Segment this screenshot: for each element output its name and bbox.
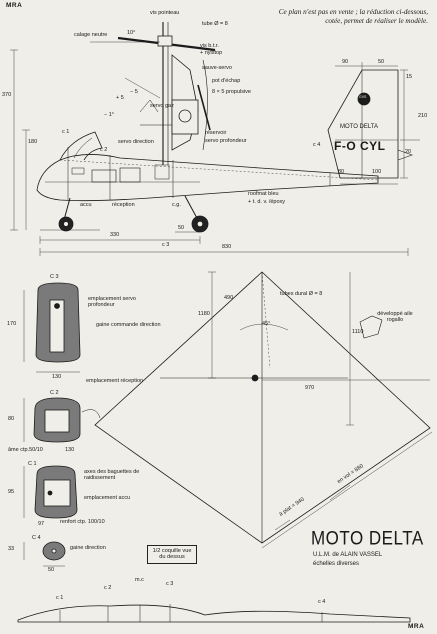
drawing-scales: échelles diverses [313, 561, 360, 567]
section-c4 [23, 541, 66, 567]
c1-lbl3: renfort ctp. 100/10 [60, 519, 105, 525]
dim-330: 330 [110, 232, 120, 238]
label-sauve-servo: sauve-servo [202, 65, 232, 71]
label-vis-btr: vis b.t.r. [200, 43, 219, 49]
label-minus5: − 5 [130, 89, 138, 95]
side-dimensions [10, 41, 420, 256]
c4-dim-h: 33 [8, 546, 15, 552]
wing-dim-970: 970 [305, 385, 315, 391]
header-mra-bottom: MRA [408, 623, 425, 630]
dim-100: 100 [372, 169, 382, 175]
wing-tubes: tubes dural Ø = 8 [280, 291, 323, 297]
c3-lbl2: gaine commande direction [96, 322, 161, 328]
dim-180: 180 [28, 139, 38, 145]
dim-90: 90 [342, 59, 349, 65]
label-c2: c 2 [100, 147, 108, 153]
label-plus5: + 5 [116, 95, 124, 101]
wing-dim-1180: 1180 [198, 311, 210, 317]
c3-lbl3: emplacement réception [86, 378, 144, 384]
wing-dim-490: 490 [224, 295, 234, 301]
label-tdv: + t. d. v. /époxy [248, 199, 286, 205]
label-c1: c 1 [62, 129, 70, 135]
label-roofmat: roofmat bleu [248, 191, 279, 197]
c3-name: C 3 [50, 274, 59, 280]
dim-50b: 50 [378, 59, 385, 65]
label-c3: c 3 [162, 242, 170, 248]
half-shell-box: 1/2 coquille vue du dessus [147, 545, 197, 564]
label-accu: accu [80, 202, 92, 208]
header-mra-top: MRA [6, 2, 23, 9]
label-propulsive: 8 × 5 propulsive [212, 89, 251, 95]
c4-lbl1: gaine direction [70, 545, 106, 551]
label-servo-direction: servo direction [118, 139, 154, 145]
label-c4: c 4 [313, 142, 321, 148]
label-nylstop: + nylstop [200, 50, 223, 56]
hs-mc: m.c [135, 577, 144, 583]
hs-c3: c 3 [166, 581, 174, 587]
c1-dim-h: 95 [8, 489, 15, 495]
rogallo-wing [94, 271, 433, 549]
label-calage-neutre: calage neutre [74, 32, 108, 38]
c2-lbl1: âme ctp.50/10 [8, 447, 43, 453]
label-servo-gaz: servo gaz [150, 103, 174, 109]
wing-angle-45: 45° [262, 321, 271, 327]
c3-dim-h: 170 [7, 321, 17, 327]
drawing-subtitle: U.L.M. de ALAIN VASSEL [313, 552, 383, 558]
c1-name: C 1 [28, 461, 37, 467]
hs-c2: c 2 [104, 585, 112, 591]
label-angle-10: 10° [127, 30, 136, 36]
label-minus1: − 1° [104, 112, 114, 118]
label-tube: tube Ø = 8 [202, 21, 228, 27]
wing-dev-note: développé aile rogallo [377, 311, 413, 323]
wing-dim-1110: 1110 [352, 329, 364, 335]
dim-370: 370 [2, 92, 12, 98]
dim-50: 50 [178, 225, 185, 231]
c2-dim-w: 130 [65, 447, 75, 453]
fin-label: MOTO DELTA [340, 124, 379, 130]
drawing-title: MOTO DELTA [311, 527, 424, 549]
label-pot-echap: pot d'échap [212, 78, 241, 84]
dim-210: 210 [418, 113, 428, 119]
tail-fin [327, 69, 413, 179]
hs-c4: c 4 [318, 599, 326, 605]
c4-dim-w: 50 [48, 567, 55, 573]
dim-20: 20 [405, 149, 412, 155]
label-reception: réception [112, 202, 135, 208]
rotor-mast [117, 22, 216, 165]
label-vis-pointeau: vis pointeau [150, 10, 180, 16]
dim-830: 830 [222, 244, 232, 250]
not-for-sale-note: Ce plan n'est pas en vente ; la réductio… [278, 8, 428, 26]
c1-lbl2: emplacement accu [84, 495, 131, 501]
side-view-fuselage [36, 131, 379, 202]
label-reservoir: réservoir [205, 130, 227, 136]
c1-dim-w: 97 [38, 521, 45, 527]
c2-name: C 2 [50, 390, 59, 396]
section-c1 [23, 465, 78, 519]
dim-80: 80 [338, 169, 345, 175]
half-shell-top-view [17, 604, 411, 623]
section-c2 [23, 397, 101, 443]
c4-name: C 4 [32, 535, 41, 541]
c3-lbl1: emplacement servo profondeur [88, 296, 136, 308]
fin-badge: GVS [359, 95, 367, 99]
dim-15: 15 [406, 74, 413, 80]
c3-dim-w: 130 [52, 374, 62, 380]
label-cg: c.g. [172, 202, 181, 208]
c1-lbl1: axes des baguettes de raidissement [84, 469, 140, 481]
hs-c1: c 1 [56, 595, 64, 601]
landing-gear [40, 195, 209, 233]
registration-mark: F-O CYL [334, 139, 386, 153]
c2-dim-h: 80 [8, 416, 15, 422]
section-c3 [23, 282, 81, 373]
label-servo-profondeur: servo profondeur [205, 138, 247, 144]
